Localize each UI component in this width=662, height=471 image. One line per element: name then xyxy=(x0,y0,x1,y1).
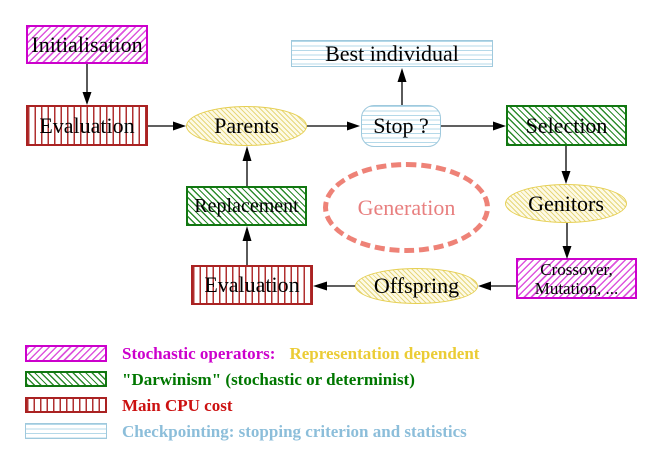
arrow-offspring-to-evaluation xyxy=(313,281,355,291)
node-initialisation-label: Initialisation xyxy=(31,31,143,57)
arrow-evaluation-to-replacement xyxy=(242,226,252,265)
arrow-replacement-to-parents xyxy=(242,146,252,186)
node-replacement-label: Replacement xyxy=(194,195,299,217)
node-parents-label: Parents xyxy=(214,113,279,138)
node-stop: Stop ? xyxy=(361,105,441,147)
legend-label-representation-dependent: Representation dependent xyxy=(289,344,480,363)
arrow-genitors-to-crossover xyxy=(562,223,572,259)
node-selection-label: Selection xyxy=(525,112,608,138)
node-generation-label: Generation xyxy=(357,194,456,220)
legend-swatch-main-cpu-cost xyxy=(25,397,107,413)
node-generation: Generation xyxy=(323,162,490,253)
node-genitors: Genitors xyxy=(505,184,627,223)
node-offspring-label: Offspring xyxy=(373,273,460,298)
node-crossover-mutation: Crossover, Mutation, ... xyxy=(516,258,637,299)
node-crossover-line2: Mutation, ... xyxy=(534,278,619,298)
node-selection: Selection xyxy=(506,105,627,146)
node-crossover-line1: Crossover, xyxy=(540,259,613,279)
node-evaluation-top-label: Evaluation xyxy=(39,112,135,138)
arrow-parents-to-stop xyxy=(307,121,360,131)
legend-row-stochastic-operators: Stochastic operators: Representation depe… xyxy=(122,344,479,364)
node-parents: Parents xyxy=(186,106,307,146)
legend-label-darwinism: "Darwinism" (stochastic or determinist) xyxy=(122,370,415,389)
node-best-individual: Best individual xyxy=(291,40,493,67)
legend-label-stochastic-operators: Stochastic operators: xyxy=(122,344,276,363)
node-initialisation: Initialisation xyxy=(26,25,148,64)
node-evaluation-bottom-label: Evaluation xyxy=(204,272,300,297)
arrow-crossover-to-offspring xyxy=(478,281,516,291)
legend-swatch-darwinism xyxy=(25,371,107,387)
arrow-evaluation-to-parents xyxy=(148,121,186,131)
arrow-stop-to-best-individual xyxy=(397,68,407,105)
legend-label-main-cpu-cost: Main CPU cost xyxy=(122,396,233,415)
legend-swatch-checkpointing xyxy=(25,423,107,439)
arrow-stop-to-selection xyxy=(441,121,506,131)
node-evaluation-top: Evaluation xyxy=(26,105,148,146)
legend-label-checkpointing: Checkpointing: stopping criterion and st… xyxy=(122,422,467,441)
arrow-initialisation-to-evaluation xyxy=(82,64,92,105)
arrow-selection-to-genitors xyxy=(561,146,571,184)
node-best-individual-label: Best individual xyxy=(325,40,459,66)
node-evaluation-bottom: Evaluation xyxy=(191,265,313,305)
node-offspring: Offspring xyxy=(355,268,478,304)
node-genitors-label: Genitors xyxy=(528,190,604,216)
node-stop-label: Stop ? xyxy=(373,113,429,138)
node-replacement: Replacement xyxy=(186,186,307,226)
legend-swatch-stochastic-operators xyxy=(25,345,107,362)
